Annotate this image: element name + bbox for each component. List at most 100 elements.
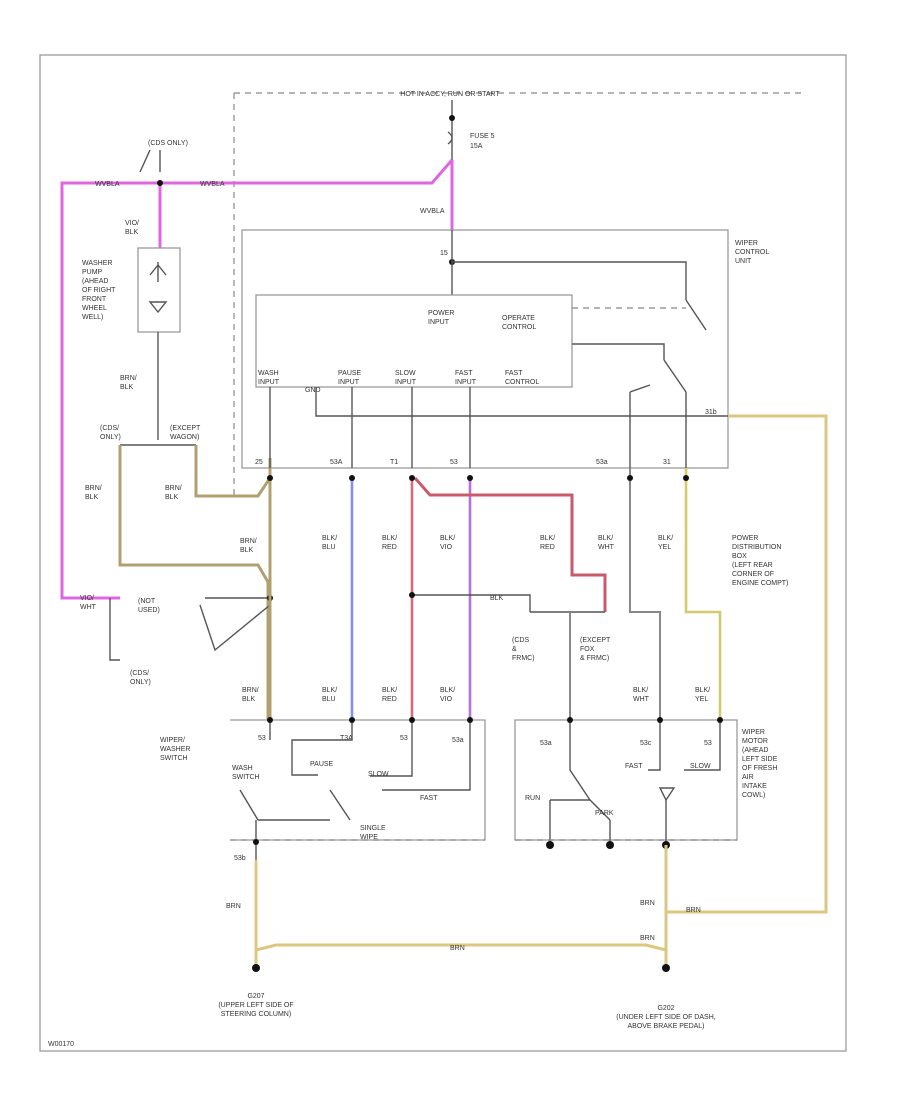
lbl-bottom-blk-wht: BLK/WHT bbox=[633, 687, 650, 703]
pin-31b: 31b bbox=[705, 409, 717, 416]
operate-line bbox=[572, 343, 665, 360]
park-dot-2 bbox=[606, 841, 614, 849]
junction-dot bbox=[409, 475, 415, 481]
brn-blk-1: BRN/BLK bbox=[120, 375, 137, 391]
motor-park-switch bbox=[569, 720, 591, 801]
relay-contact bbox=[629, 384, 651, 393]
wiper-motor-box bbox=[514, 719, 738, 841]
junction-dot bbox=[409, 717, 415, 723]
pump-motor-symbol bbox=[148, 301, 168, 314]
ws-pin-53b: 53b bbox=[234, 855, 246, 862]
ground-label-right: G202(UNDER LEFT SIDE OF DASH,ABOVE BRAKE… bbox=[616, 1005, 715, 1030]
cds-only-3: (CDS/ONLY) bbox=[130, 670, 151, 686]
tan-wire-right bbox=[194, 445, 272, 498]
junction-dot bbox=[683, 475, 689, 481]
junction-dot bbox=[267, 475, 273, 481]
lbl-bottom-brn-blk: BRN/BLK bbox=[242, 687, 259, 703]
lbl-blk-red2: BLK/RED bbox=[540, 535, 555, 551]
mode-switch-blade bbox=[329, 789, 351, 821]
lbl-blk-vio: BLK/VIO bbox=[440, 535, 455, 551]
wvbla-left: WVBLA bbox=[95, 181, 120, 188]
tan-wire-left bbox=[118, 445, 270, 720]
lbl-blk-yel: BLK/YEL bbox=[658, 535, 673, 551]
ws-pin-53-2: 53 bbox=[400, 735, 408, 742]
junction-dot bbox=[253, 839, 259, 845]
motor-fast-lead bbox=[648, 720, 661, 771]
vio-wht-stub bbox=[109, 598, 120, 661]
splice-red bbox=[409, 592, 415, 598]
washer-switch-box bbox=[230, 719, 486, 841]
ws-slow: SLOW bbox=[368, 771, 389, 778]
motor-pin-53: 53 bbox=[704, 740, 712, 747]
lbl-blk-red: BLK/RED bbox=[382, 535, 397, 551]
cu-pin-53: 53 bbox=[450, 459, 458, 466]
control-logic-box bbox=[255, 294, 573, 388]
variant-cds-frmc: (CDS&FRMC) bbox=[512, 637, 535, 662]
motor-run-switch bbox=[550, 799, 611, 821]
motor-symbol bbox=[658, 787, 676, 802]
power-wire-main bbox=[60, 159, 454, 600]
motor-park: PARK bbox=[595, 810, 614, 817]
ground-g207 bbox=[252, 964, 260, 972]
motor-park-leads bbox=[549, 800, 611, 845]
motor-slow-lead bbox=[684, 720, 721, 771]
washer-pump-box bbox=[137, 247, 181, 333]
wvbla-mid: WVBLA bbox=[200, 181, 225, 188]
splice-dot-top bbox=[157, 180, 163, 186]
ws-fast: FAST bbox=[420, 795, 438, 802]
motor-pin-53a: 53a bbox=[540, 740, 552, 747]
park-dot-1 bbox=[546, 841, 554, 849]
lbl-brn-3: BRN bbox=[686, 907, 701, 914]
fuse-name: FUSE 5 bbox=[470, 133, 495, 140]
ws-pin-t3a: T3A bbox=[340, 735, 353, 742]
cu-pin-53a2: 53a bbox=[596, 459, 608, 466]
junction-dot bbox=[349, 717, 355, 723]
cds-only-2: (CDS/ONLY) bbox=[100, 425, 121, 441]
lbl-bottom-blk-vio: BLK/VIO bbox=[440, 687, 455, 703]
ws-pin-53: 53 bbox=[258, 735, 266, 742]
relay-switch-2 bbox=[663, 359, 687, 393]
lbl-brn-5: BRN bbox=[640, 935, 655, 942]
control-unit-box bbox=[241, 229, 729, 469]
cu-pin-31: 31 bbox=[663, 459, 671, 466]
junction-dot bbox=[657, 717, 663, 723]
brn-blk-2: BRN/BLK bbox=[85, 485, 102, 501]
ws-pin-53a: 53a bbox=[452, 737, 464, 744]
wvbla-top: WVBLA bbox=[420, 208, 445, 215]
fuse-symbol bbox=[447, 131, 453, 145]
ws-fast-route bbox=[382, 720, 471, 791]
cu-pin-53a: 53A bbox=[330, 459, 343, 466]
cu-pin-t1: T1 bbox=[390, 459, 398, 466]
junction-dot bbox=[267, 717, 273, 723]
relay-switch-1 bbox=[685, 299, 707, 331]
fuse-top-dot bbox=[449, 115, 455, 121]
junction-dot bbox=[467, 717, 473, 723]
vio-wht: VIO/WHT bbox=[80, 595, 97, 611]
lbl-brn-1: BRN bbox=[226, 903, 241, 910]
lbl-bottom-blk-red: BLK/RED bbox=[382, 687, 397, 703]
wire-blk-wht bbox=[629, 468, 661, 720]
junction-dot bbox=[717, 717, 723, 723]
lbl-bottom-blk-blu: BLK/BLU bbox=[322, 687, 337, 703]
pin-15: 15 bbox=[440, 250, 448, 257]
pump-symbol-up bbox=[149, 262, 167, 282]
outer-frame bbox=[39, 54, 847, 1052]
ws-slow-route bbox=[370, 720, 413, 777]
cu-pin-25: 25 bbox=[255, 459, 263, 466]
